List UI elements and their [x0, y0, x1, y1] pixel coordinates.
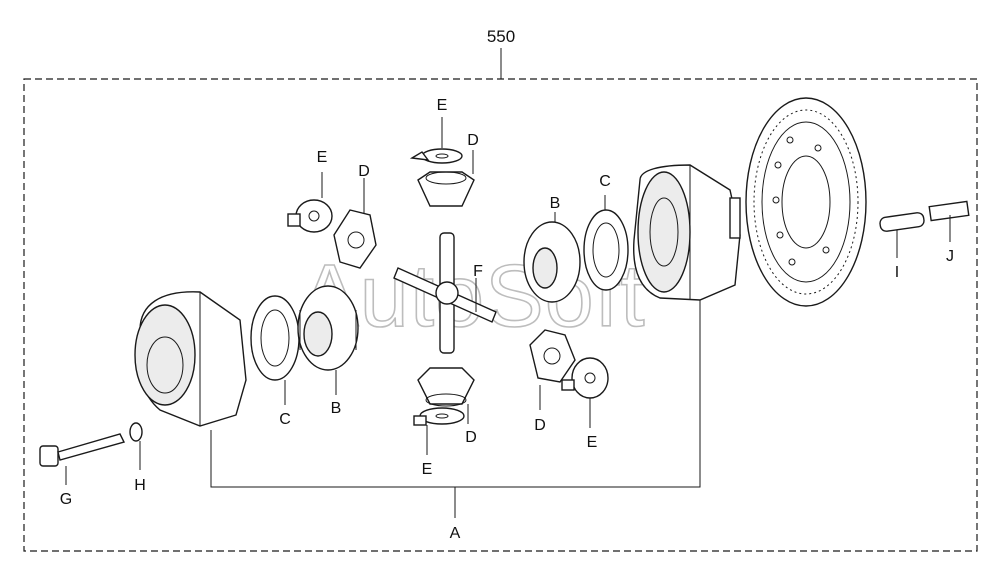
case-bolt: [39, 433, 126, 467]
callout-a: A: [450, 525, 461, 542]
callout-j: J: [946, 248, 954, 265]
pinion-gear-top-left: [333, 209, 377, 269]
callout-d-bottom-center: D: [465, 429, 477, 446]
thrust-washer-left: [250, 295, 300, 381]
assembly-number: 550: [487, 27, 515, 46]
callout-e-bottom-right: E: [587, 434, 598, 451]
callout-h: H: [134, 477, 146, 494]
callout-g: G: [60, 491, 72, 508]
callout-e-bottom-center: E: [422, 461, 433, 478]
callout-b-right: B: [550, 195, 561, 212]
pinion-gear-top-center: [417, 171, 475, 207]
differential-case-right: [633, 164, 741, 301]
side-gear-left: [297, 285, 359, 371]
pinion-gear-bottom-center: [417, 367, 475, 407]
pinion-washer-top-center: [409, 148, 463, 164]
callout-i: I: [895, 264, 899, 281]
callout-d-top-left: D: [358, 163, 370, 180]
differential-case-left: [134, 291, 247, 427]
callout-f: F: [473, 263, 483, 280]
ring-gear-pin: [879, 212, 925, 232]
side-gear-right: [523, 221, 581, 303]
pinion-washer-bottom-center: [413, 407, 465, 426]
callout-c-right: C: [599, 173, 611, 190]
callout-e-top-center: E: [437, 97, 448, 114]
thrust-washer-right: [583, 209, 629, 291]
callout-d-top-center: D: [467, 132, 479, 149]
ring-gear: [745, 97, 867, 307]
callout-c-left: C: [279, 411, 291, 428]
callout-e-top-left: E: [317, 149, 328, 166]
callout-b-left: B: [331, 400, 342, 417]
lock-washer: [129, 422, 143, 442]
callout-d-bottom-right: D: [534, 417, 546, 434]
pinion-cross-shaft: [393, 232, 497, 354]
ring-gear-key: [928, 200, 970, 222]
pinion-washer-top-left: [287, 199, 333, 233]
pinion-gear-bottom-right: [529, 329, 576, 383]
